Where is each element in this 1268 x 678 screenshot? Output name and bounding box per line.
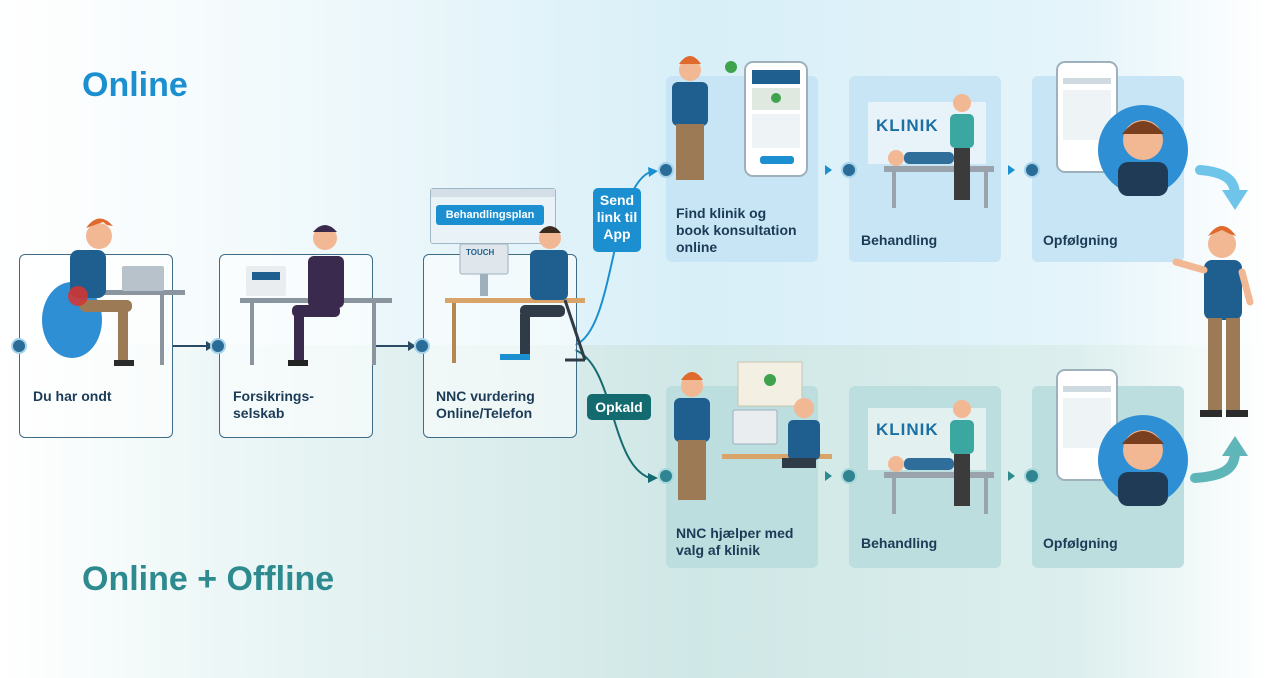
step-2-label: Forsikrings- selskab (233, 388, 314, 421)
online-heading: Online (82, 66, 188, 104)
online-step-5-number (841, 162, 857, 178)
online-step-4-number (658, 162, 674, 178)
online-clinic-sign: KLINIK (876, 116, 939, 135)
offline-step-6-label: Opfølgning (1043, 535, 1118, 551)
offline-step-5-label: Behandling (861, 535, 938, 551)
step-1-label: Du har ondt (33, 388, 112, 404)
send-link-tag: Send link til App (593, 188, 641, 252)
offline-heading: Online + Offline (82, 560, 335, 598)
offline-step-6-number (1024, 468, 1040, 484)
step-3-label: NNC vurdering Online/Telefon (436, 388, 535, 421)
treatment-plan-banner: Behandlingsplan (436, 205, 544, 225)
step-1-number (11, 338, 27, 354)
touch-brand: TOUCH (466, 248, 495, 257)
step-2-number (210, 338, 226, 354)
online-step-6-number (1024, 162, 1040, 178)
step-3-number (414, 338, 430, 354)
phone-call-tag: Opkald (587, 394, 651, 420)
offline-step-4-number (658, 468, 674, 484)
offline-step-4-label: NNC hjælper med valg af klinik (676, 525, 794, 558)
online-step-5-label: Behandling (861, 232, 938, 248)
offline-step-5-number (841, 468, 857, 484)
online-step-6-label: Opfølgning (1043, 232, 1118, 248)
offline-clinic-sign: KLINIK (876, 420, 939, 439)
online-step-4-label: Find klinik og book konsultation online (676, 205, 797, 255)
